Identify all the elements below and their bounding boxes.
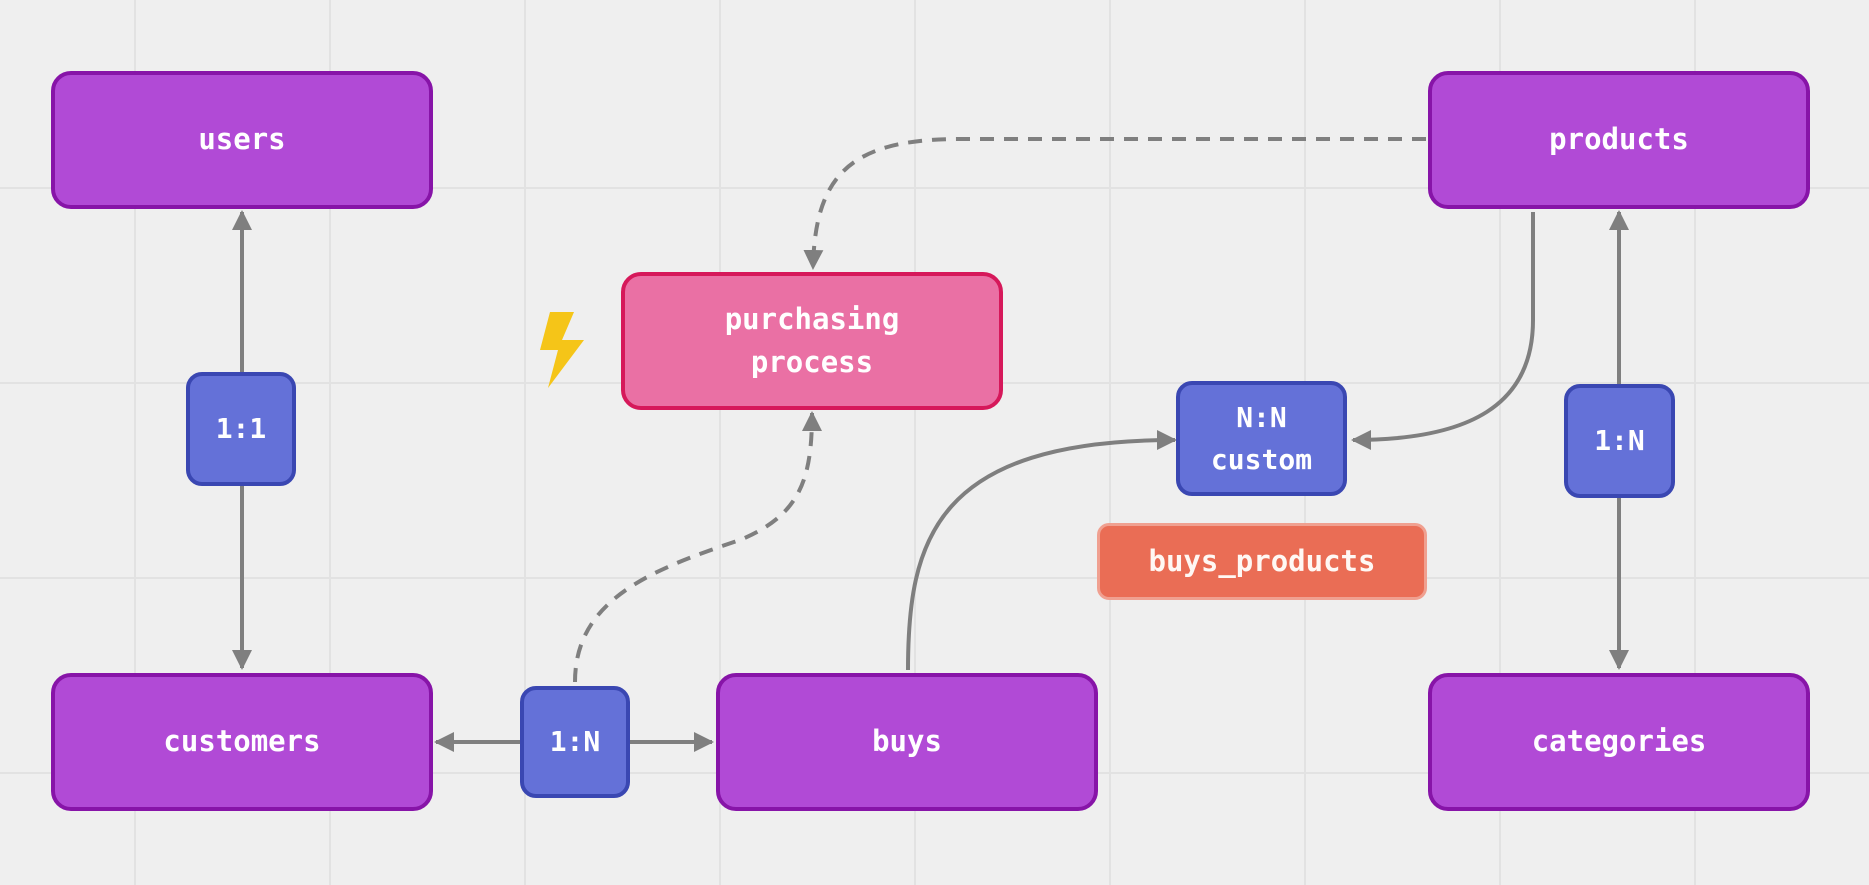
connector-buys-nn bbox=[906, 430, 1177, 671]
relation-customers-buys-label: 1:N bbox=[549, 725, 601, 758]
entity-categories[interactable]: categories bbox=[1428, 673, 1810, 811]
relation-buys-products[interactable]: N:N custom bbox=[1176, 381, 1347, 496]
lightning-bolt-icon bbox=[540, 312, 584, 388]
entity-categories-label: categories bbox=[1531, 724, 1707, 759]
entity-products[interactable]: products bbox=[1428, 71, 1810, 209]
entity-buys-label: buys bbox=[872, 724, 942, 759]
relation-users-customers[interactable]: 1:1 bbox=[186, 372, 296, 486]
entity-buys[interactable]: buys bbox=[716, 673, 1098, 811]
entity-users[interactable]: users bbox=[51, 71, 433, 209]
process-purchasing[interactable]: purchasing process bbox=[621, 272, 1003, 410]
entity-customers-label: customers bbox=[163, 724, 321, 759]
relation-customers-buys[interactable]: 1:N bbox=[520, 686, 630, 798]
connector-products-process bbox=[803, 137, 1426, 270]
relation-products-categories-label: 1:N bbox=[1594, 424, 1645, 457]
table-tag-buys-products[interactable]: buys_products bbox=[1097, 523, 1427, 600]
relation-buys-products-label: N:N custom bbox=[1210, 400, 1313, 476]
entity-customers[interactable]: customers bbox=[51, 673, 433, 811]
process-purchasing-label: purchasing process bbox=[724, 301, 900, 380]
relation-users-customers-label: 1:1 bbox=[215, 412, 267, 445]
connector-products-nn bbox=[1351, 212, 1535, 450]
table-tag-buys-products-label: buys_products bbox=[1148, 543, 1376, 578]
relation-products-categories[interactable]: 1:N bbox=[1564, 384, 1675, 498]
entity-users-label: users bbox=[198, 122, 286, 157]
connector-rel-process bbox=[573, 411, 822, 683]
entity-products-label: products bbox=[1549, 122, 1689, 157]
